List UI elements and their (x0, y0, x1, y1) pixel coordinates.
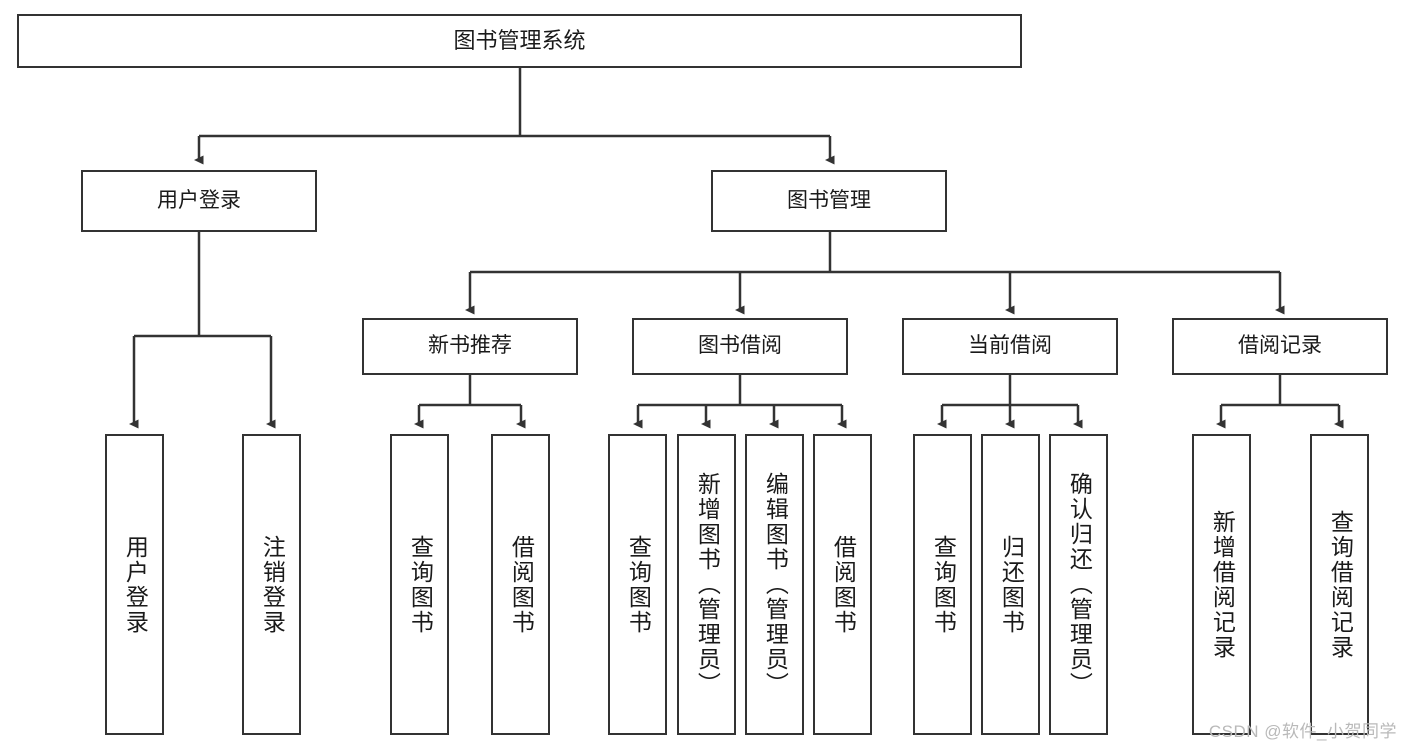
leaf-new-book-borrow[interactable]: 借阅图书 (491, 434, 550, 735)
node-label: 图书管理 (787, 188, 871, 212)
leaf-new-book-query[interactable]: 查询图书 (390, 434, 449, 735)
node-label: 用户登录 (157, 188, 241, 212)
node-label: 借阅图书 (508, 534, 535, 635)
node-label: 新增图书（管理员） (694, 472, 721, 697)
leaf-current-borrow-query[interactable]: 查询图书 (913, 434, 972, 735)
leaf-book-borrow-borrow[interactable]: 借阅图书 (813, 434, 872, 735)
node-label: 编辑图书（管理员） (762, 472, 789, 697)
leaf-user-login-logout[interactable]: 注销登录 (242, 434, 301, 735)
leaf-book-borrow-add[interactable]: 新增图书（管理员） (677, 434, 736, 735)
csdn-watermark: CSDN @软件_小贺同学 (1208, 722, 1397, 741)
leaf-borrow-record-query[interactable]: 查询借阅记录 (1310, 434, 1369, 735)
node-label: 查询图书 (625, 534, 652, 635)
node-root-library-system[interactable]: 图书管理系统 (17, 14, 1022, 68)
node-label: 用户登录 (122, 534, 149, 635)
node-label: 新书推荐 (428, 334, 512, 358)
leaf-user-login-login[interactable]: 用户登录 (105, 434, 164, 735)
node-book-borrow[interactable]: 图书借阅 (632, 318, 848, 375)
node-book-management[interactable]: 图书管理 (711, 170, 947, 232)
node-label: 当前借阅 (968, 334, 1052, 358)
node-label: 借阅图书 (830, 534, 857, 635)
node-label: 注销登录 (259, 534, 286, 635)
node-label: 图书借阅 (698, 334, 782, 358)
node-label: 新增借阅记录 (1209, 509, 1236, 660)
node-label: 图书管理系统 (453, 28, 586, 54)
leaf-current-borrow-return[interactable]: 归还图书 (981, 434, 1040, 735)
node-label: 归还图书 (998, 534, 1025, 635)
node-current-borrow[interactable]: 当前借阅 (902, 318, 1118, 375)
leaf-book-borrow-query[interactable]: 查询图书 (608, 434, 667, 735)
node-borrow-record[interactable]: 借阅记录 (1172, 318, 1388, 375)
leaf-book-borrow-edit[interactable]: 编辑图书（管理员） (745, 434, 804, 735)
node-user-login[interactable]: 用户登录 (81, 170, 317, 232)
node-new-book-recommend[interactable]: 新书推荐 (362, 318, 578, 375)
leaf-current-borrow-confirm-return[interactable]: 确认归还（管理员） (1049, 434, 1108, 735)
node-label: 借阅记录 (1238, 334, 1322, 358)
node-label: 查询借阅记录 (1327, 509, 1354, 660)
node-label: 查询图书 (407, 534, 434, 635)
leaf-borrow-record-add[interactable]: 新增借阅记录 (1192, 434, 1251, 735)
node-label: 确认归还（管理员） (1066, 472, 1093, 697)
node-label: 查询图书 (930, 534, 957, 635)
